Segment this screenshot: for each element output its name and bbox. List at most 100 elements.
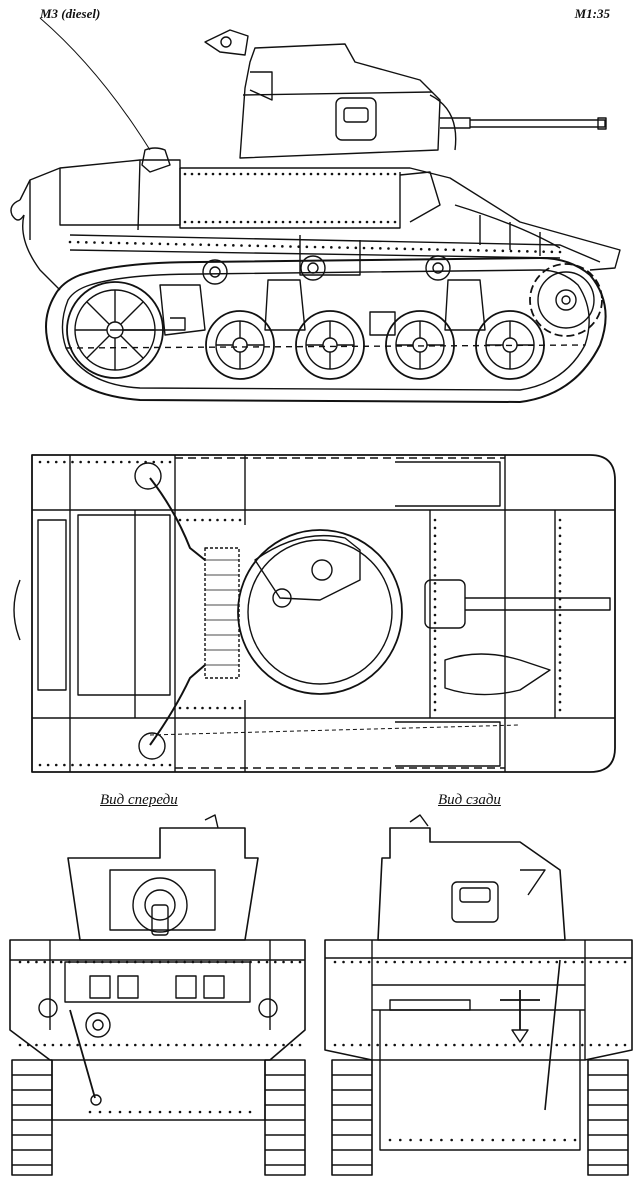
rivet xyxy=(207,243,211,247)
side-sprocket xyxy=(530,264,602,336)
rivet xyxy=(546,1043,550,1047)
rivet xyxy=(558,582,562,585)
rivet xyxy=(183,1043,187,1047)
rivet xyxy=(410,1043,414,1047)
top-engine-grille xyxy=(205,548,239,678)
rivet xyxy=(246,220,250,224)
rivet xyxy=(193,518,197,522)
rivet xyxy=(558,605,562,609)
rivet xyxy=(376,960,379,964)
rivet xyxy=(313,245,317,249)
rivet xyxy=(444,960,448,964)
rivet xyxy=(295,220,299,224)
side-turret xyxy=(205,30,606,158)
rivet xyxy=(359,1043,362,1047)
rivet xyxy=(550,250,554,254)
rivet xyxy=(433,542,437,546)
rivet xyxy=(493,249,496,252)
rivet xyxy=(46,763,50,767)
rivet xyxy=(403,247,407,251)
rivet xyxy=(512,1138,515,1142)
rivet xyxy=(150,960,154,964)
rivet xyxy=(379,220,383,224)
rivet xyxy=(225,220,229,224)
rivet xyxy=(558,250,562,254)
top-turret xyxy=(238,530,610,694)
rivet xyxy=(393,960,397,964)
rivet xyxy=(215,243,219,247)
front-track-left xyxy=(12,1060,52,1175)
rivet xyxy=(152,460,156,464)
rivet xyxy=(168,1110,172,1114)
rivet xyxy=(433,597,437,601)
rivet xyxy=(216,960,219,964)
rivet xyxy=(295,172,299,176)
rivet xyxy=(26,960,30,964)
rivet xyxy=(542,1138,546,1142)
rivet xyxy=(410,960,414,964)
rivet xyxy=(342,960,345,964)
rivet xyxy=(395,247,398,250)
rivet xyxy=(197,220,201,224)
rivet xyxy=(218,172,222,176)
rivet xyxy=(606,960,610,964)
rivet xyxy=(558,653,562,656)
rivet xyxy=(109,241,113,245)
top-hull-outline xyxy=(32,455,615,772)
rivet xyxy=(481,1138,484,1142)
rivet xyxy=(128,1110,132,1114)
antenna xyxy=(40,18,150,150)
rivet xyxy=(401,1043,405,1047)
rivet xyxy=(558,645,562,648)
rivet xyxy=(133,1043,137,1047)
rivet xyxy=(183,220,187,224)
rivet xyxy=(190,172,194,176)
rivet xyxy=(558,558,562,561)
rivet xyxy=(298,1043,302,1047)
rivet xyxy=(134,242,137,245)
rivet xyxy=(256,244,260,248)
rivet xyxy=(125,241,129,245)
rivet xyxy=(372,172,376,176)
rivet xyxy=(225,172,229,176)
rivet xyxy=(555,1043,559,1047)
rivet xyxy=(87,763,91,767)
rivet xyxy=(158,1110,162,1114)
rivet xyxy=(63,763,66,767)
rivet xyxy=(433,550,437,553)
rivet xyxy=(526,250,529,253)
rivet xyxy=(509,249,513,253)
rivet xyxy=(558,526,562,530)
rivet xyxy=(26,1043,30,1047)
rivet xyxy=(298,960,302,964)
rear-track-left xyxy=(332,1060,372,1175)
rivet xyxy=(512,960,516,964)
rivet xyxy=(365,172,369,176)
rivet xyxy=(532,1138,536,1142)
rivet xyxy=(316,172,320,176)
rivet xyxy=(168,763,172,767)
rivet xyxy=(321,245,325,249)
rivet xyxy=(470,1043,473,1047)
rivet xyxy=(223,518,227,522)
rivet xyxy=(136,763,139,767)
rivet xyxy=(333,1043,337,1047)
rivet xyxy=(558,700,562,704)
rivet xyxy=(150,242,153,245)
rivet xyxy=(232,960,236,964)
rivet xyxy=(257,1043,261,1047)
rivet xyxy=(388,1138,392,1142)
rivet xyxy=(138,1110,142,1114)
rivet xyxy=(433,566,437,569)
rear-track-right xyxy=(588,1060,628,1175)
rivet xyxy=(461,960,465,964)
rivet xyxy=(477,249,480,252)
rivet xyxy=(223,706,227,710)
rivet xyxy=(512,1043,516,1047)
rivet xyxy=(487,1043,490,1047)
rivet xyxy=(563,1138,567,1142)
rivet xyxy=(231,706,234,710)
rivet xyxy=(384,1043,388,1047)
rivet xyxy=(615,960,618,964)
rivet xyxy=(411,247,415,251)
